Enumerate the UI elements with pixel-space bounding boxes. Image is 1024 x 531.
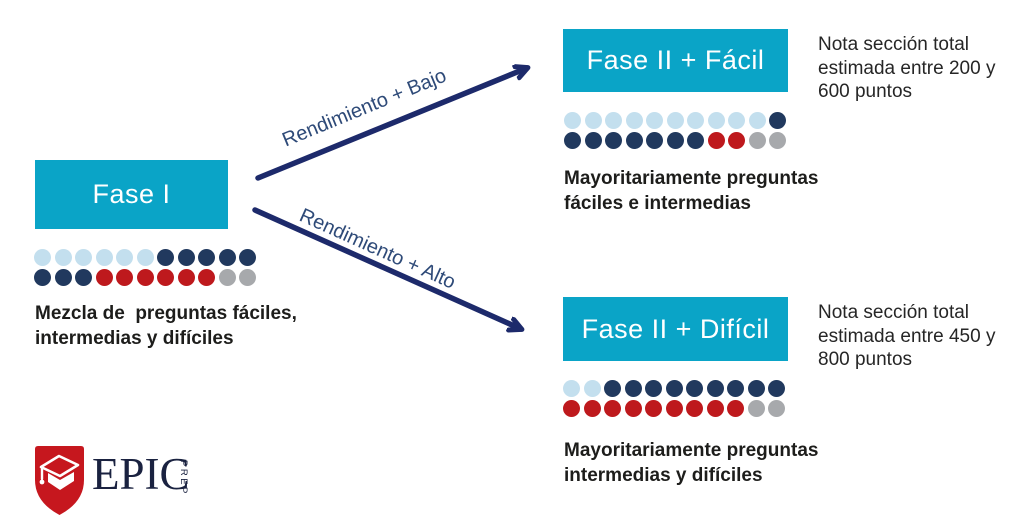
question-dot-rd	[624, 400, 642, 417]
question-dot-nv	[75, 269, 92, 286]
question-dot-nv	[157, 249, 174, 266]
question-dot-nv	[727, 380, 744, 397]
question-dot-lb	[687, 112, 704, 129]
question-dot-nv	[768, 380, 785, 397]
fase1-caption: Mezcla de preguntas fáciles, intermedias…	[35, 303, 297, 349]
fase2-easy-title: Fase II + Fácil	[586, 45, 765, 75]
question-dot-lb	[646, 112, 663, 129]
question-dot-nv	[686, 380, 703, 397]
question-dot-lb	[95, 249, 113, 266]
fase1-question-dots	[34, 249, 256, 286]
question-dot-gr	[769, 132, 786, 149]
question-dot-lb	[605, 112, 622, 129]
question-dot-rd	[727, 400, 744, 417]
question-dot-nv	[769, 112, 786, 129]
dot-row	[34, 249, 256, 266]
question-dot-nv	[564, 132, 581, 149]
question-dot-rd	[177, 269, 195, 286]
question-dot-nv	[604, 380, 621, 397]
dot-row	[563, 400, 785, 417]
question-dot-rd	[706, 400, 724, 417]
question-dot-gr	[768, 400, 785, 417]
question-dot-nv	[239, 249, 256, 266]
logo-brand-text: EPIC	[92, 449, 190, 499]
question-dot-lb	[625, 112, 643, 129]
question-dot-lb	[563, 380, 580, 397]
question-dot-nv	[706, 380, 724, 397]
question-dot-nv	[218, 249, 236, 266]
dot-row	[564, 132, 786, 149]
question-dot-rd	[583, 400, 601, 417]
question-dot-nv	[687, 132, 704, 149]
question-dot-rd	[136, 269, 154, 286]
question-dot-nv	[625, 132, 643, 149]
fase2-easy-score-note: Nota sección total estimada entre 200 y …	[818, 34, 996, 102]
logo-subbrand-text: PREP	[178, 460, 189, 496]
question-dot-nv	[198, 249, 215, 266]
question-dot-rd	[686, 400, 703, 417]
arrow-low-performance	[255, 68, 527, 181]
question-dot-rd	[95, 269, 113, 286]
question-dot-gr	[748, 132, 766, 149]
question-dot-nv	[747, 380, 765, 397]
question-dot-nv	[54, 269, 72, 286]
fase2-easy-box: Fase II + Fácil	[563, 29, 788, 92]
question-dot-gr	[239, 269, 256, 286]
dot-row	[564, 112, 786, 129]
question-dot-lb	[728, 112, 745, 129]
fase2-easy-caption: Mayoritariamente preguntas fáciles e int…	[564, 168, 819, 214]
question-dot-lb	[748, 112, 766, 129]
question-dot-nv	[177, 249, 195, 266]
question-dot-rd	[563, 400, 580, 417]
question-dot-rd	[665, 400, 683, 417]
question-dot-nv	[584, 132, 602, 149]
question-dot-lb	[564, 112, 581, 129]
question-dot-lb	[707, 112, 725, 129]
fase1-title: Fase I	[92, 179, 171, 209]
question-dot-nv	[605, 132, 622, 149]
question-dot-nv	[624, 380, 642, 397]
question-dot-nv	[645, 380, 662, 397]
fase2-hard-score-note: Nota sección total estimada entre 450 y …	[818, 302, 996, 370]
question-dot-rd	[198, 269, 215, 286]
question-dot-rd	[645, 400, 662, 417]
question-dot-lb	[584, 112, 602, 129]
arrow-high-performance	[252, 207, 521, 329]
question-dot-lb	[666, 112, 684, 129]
fase1-box: Fase I	[35, 160, 228, 229]
fase2-hard-title: Fase II + Difícil	[581, 313, 770, 344]
question-dot-rd	[728, 132, 745, 149]
question-dot-gr	[218, 269, 236, 286]
question-dot-lb	[116, 249, 133, 266]
dot-row	[563, 380, 785, 397]
question-dot-lb	[75, 249, 92, 266]
shield-graduation-cap-icon	[35, 446, 84, 515]
fase2-easy-question-dots	[564, 112, 786, 149]
question-dot-lb	[136, 249, 154, 266]
epic-prep-logo: EPIC PREP	[33, 444, 203, 524]
question-dot-nv	[666, 132, 684, 149]
question-dot-rd	[157, 269, 174, 286]
question-dot-nv	[34, 269, 51, 286]
question-dot-rd	[604, 400, 621, 417]
fase2-hard-caption: Mayoritariamente preguntas intermedias y…	[564, 440, 819, 486]
question-dot-gr	[747, 400, 765, 417]
question-dot-nv	[646, 132, 663, 149]
question-dot-rd	[707, 132, 725, 149]
question-dot-lb	[54, 249, 72, 266]
question-dot-lb	[34, 249, 51, 266]
fase2-hard-question-dots	[563, 380, 785, 417]
question-dot-lb	[583, 380, 601, 397]
question-dot-nv	[665, 380, 683, 397]
question-dot-rd	[116, 269, 133, 286]
fase2-hard-box: Fase II + Difícil	[563, 297, 788, 361]
dot-row	[34, 269, 256, 286]
